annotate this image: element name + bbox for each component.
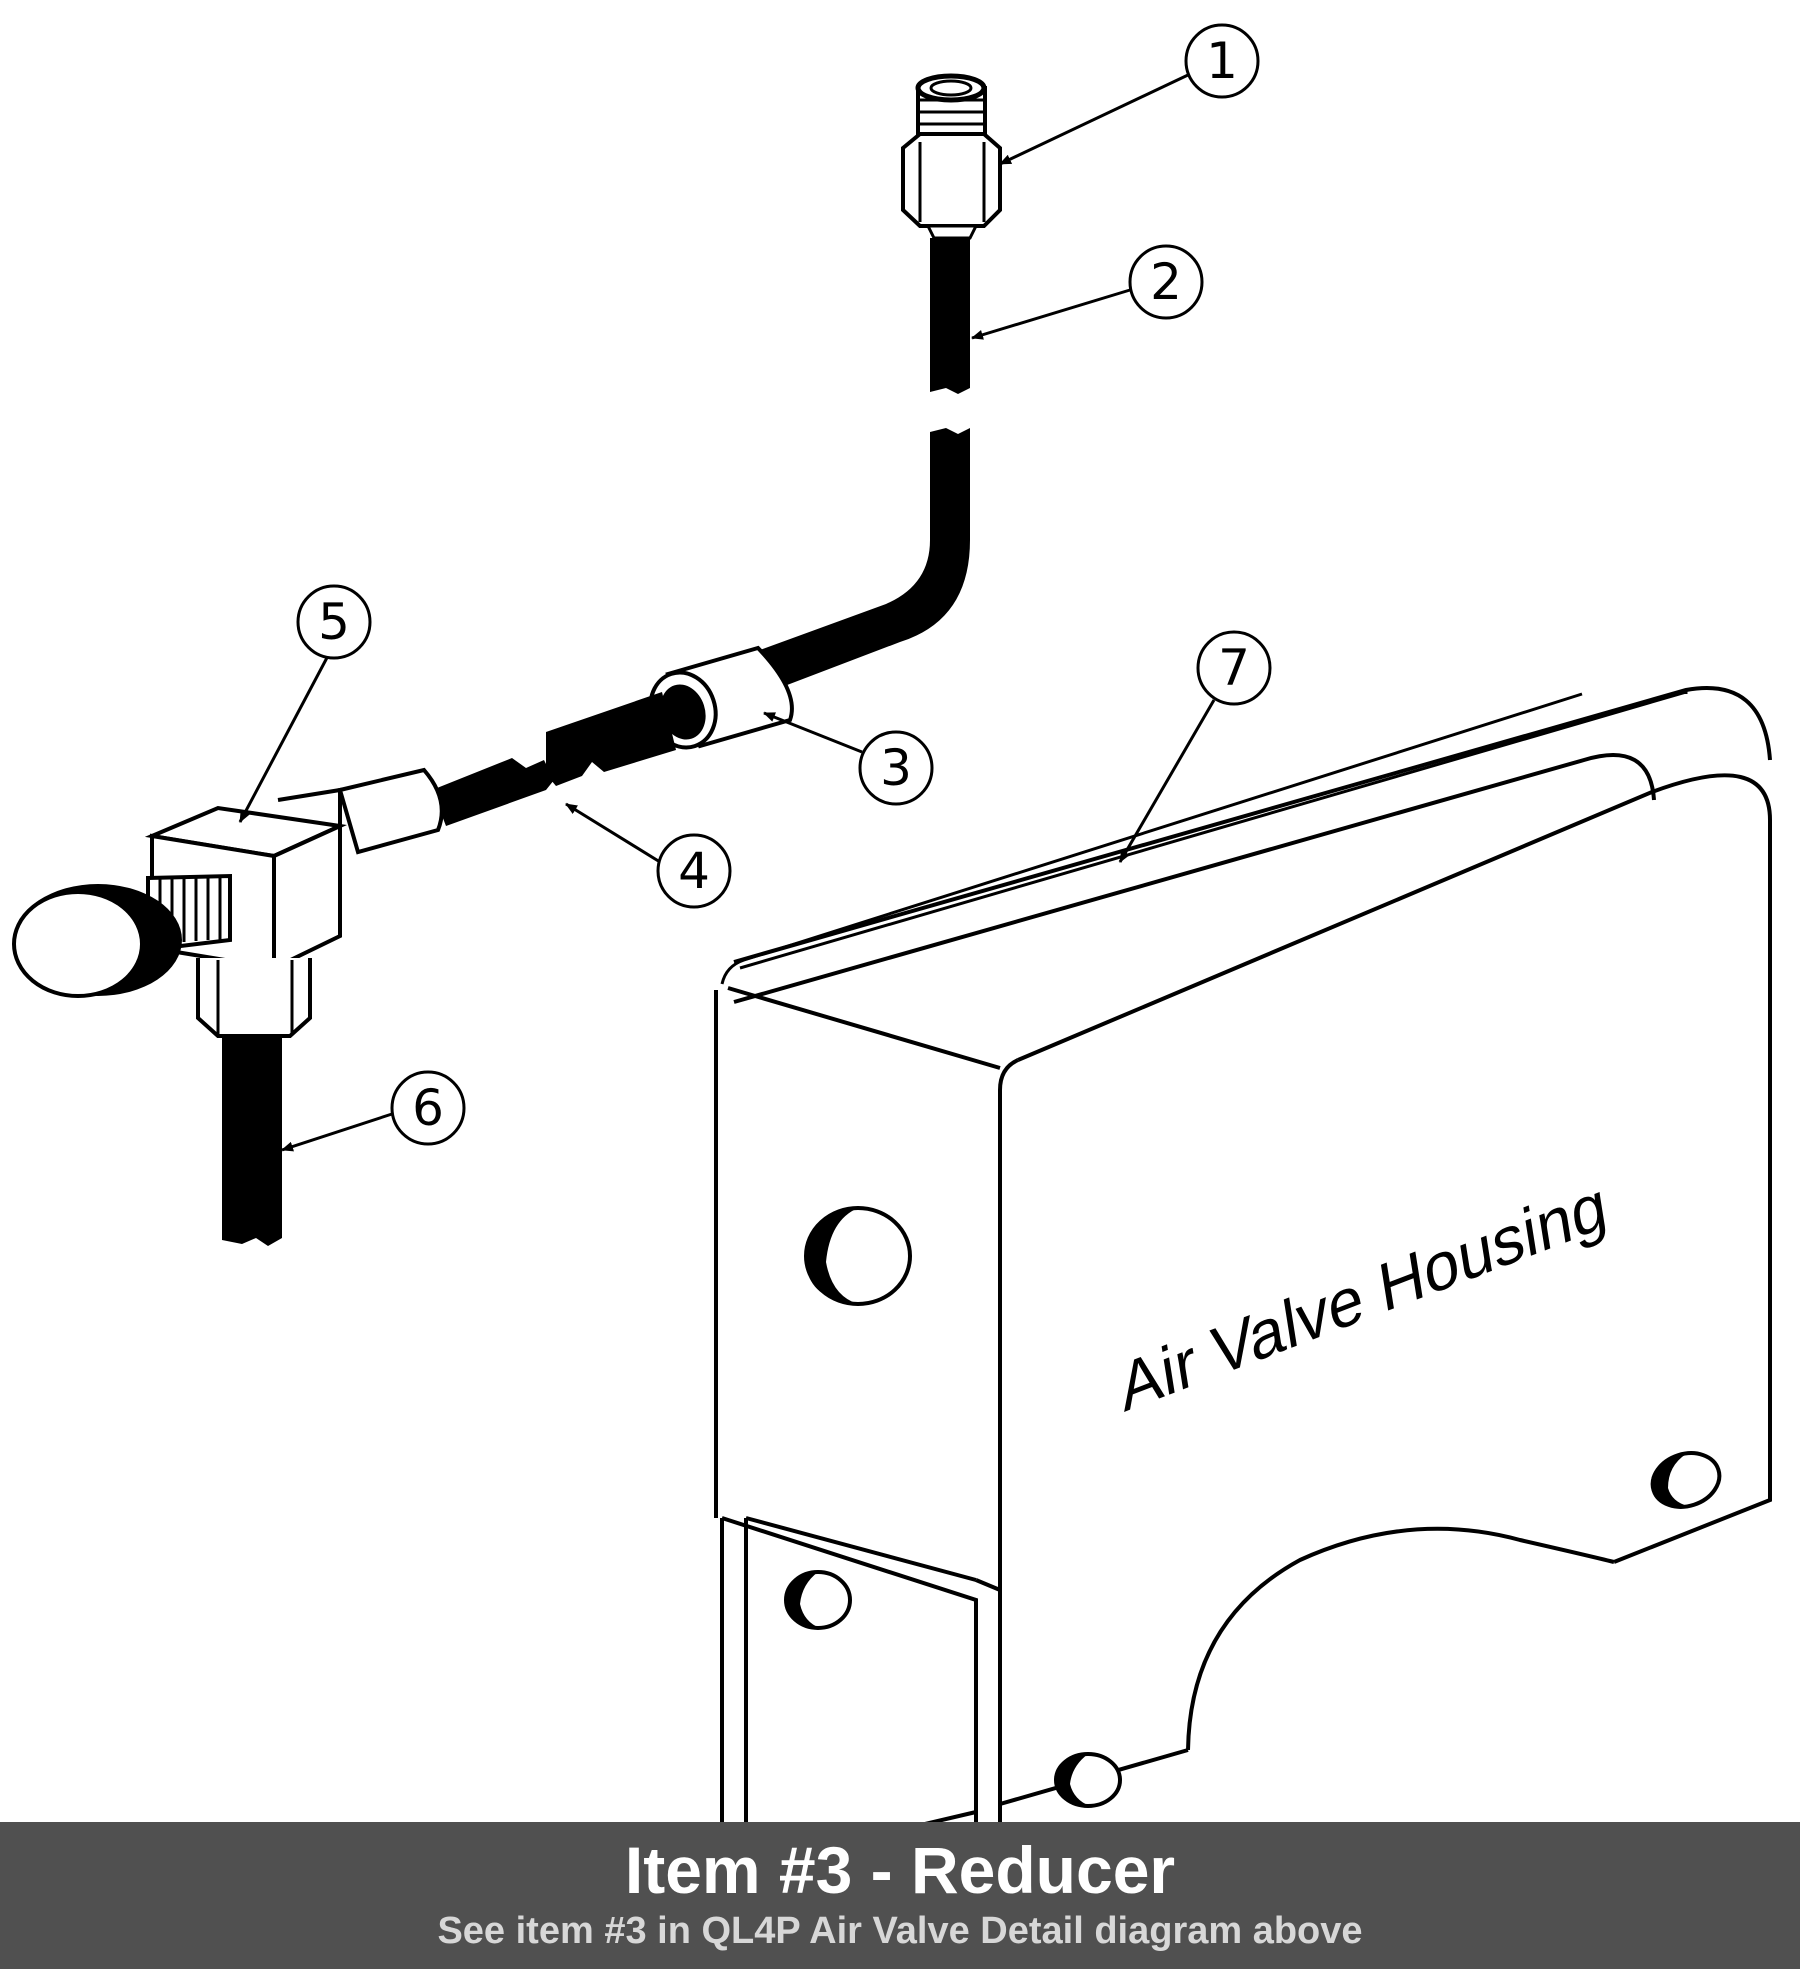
leader-line-4 [565,802,661,864]
hose-item-2 [760,238,970,690]
caption-bar: Item #3 - Reducer See item #3 in QL4P Ai… [0,1822,1800,1969]
housing-label: Air Valve Housing [1115,1167,1612,1427]
caption-subtitle: See item #3 in QL4P Air Valve Detail dia… [437,1910,1363,1952]
leader-line-1 [999,73,1189,166]
parts-diagram: Air Valve Housing 1 2 3 4 5 6 7 [12,23,1772,1822]
svg-text:4: 4 [678,842,710,900]
callout-4: 4 [656,833,732,909]
leader-line-6 [281,1112,393,1152]
svg-text:5: 5 [318,593,350,651]
hose-item-4 [337,692,676,855]
callout-5: 5 [296,584,372,660]
callout-7: 7 [1196,630,1272,706]
svg-text:7: 7 [1218,639,1250,697]
callout-6: 6 [390,1070,466,1146]
fitting-item-1 [901,73,1002,240]
callout-2: 2 [1128,244,1204,320]
caption-title: Item #3 - Reducer [624,1833,1176,1907]
leader-line-5 [238,651,332,823]
svg-text:6: 6 [412,1079,444,1137]
housing-item-7: Air Valve Housing [714,686,1772,1822]
leader-line-2 [971,288,1131,340]
callout-1: 1 [1184,23,1260,99]
elbow-item-5 [12,787,348,1038]
leader-line-3 [763,711,863,754]
svg-text:2: 2 [1150,253,1182,311]
svg-text:1: 1 [1206,32,1238,90]
leader-lines [238,73,1216,1152]
callout-3: 3 [858,730,934,806]
svg-text:3: 3 [880,739,912,797]
leader-line-7 [1118,699,1216,863]
hose-item-6 [222,1038,282,1246]
